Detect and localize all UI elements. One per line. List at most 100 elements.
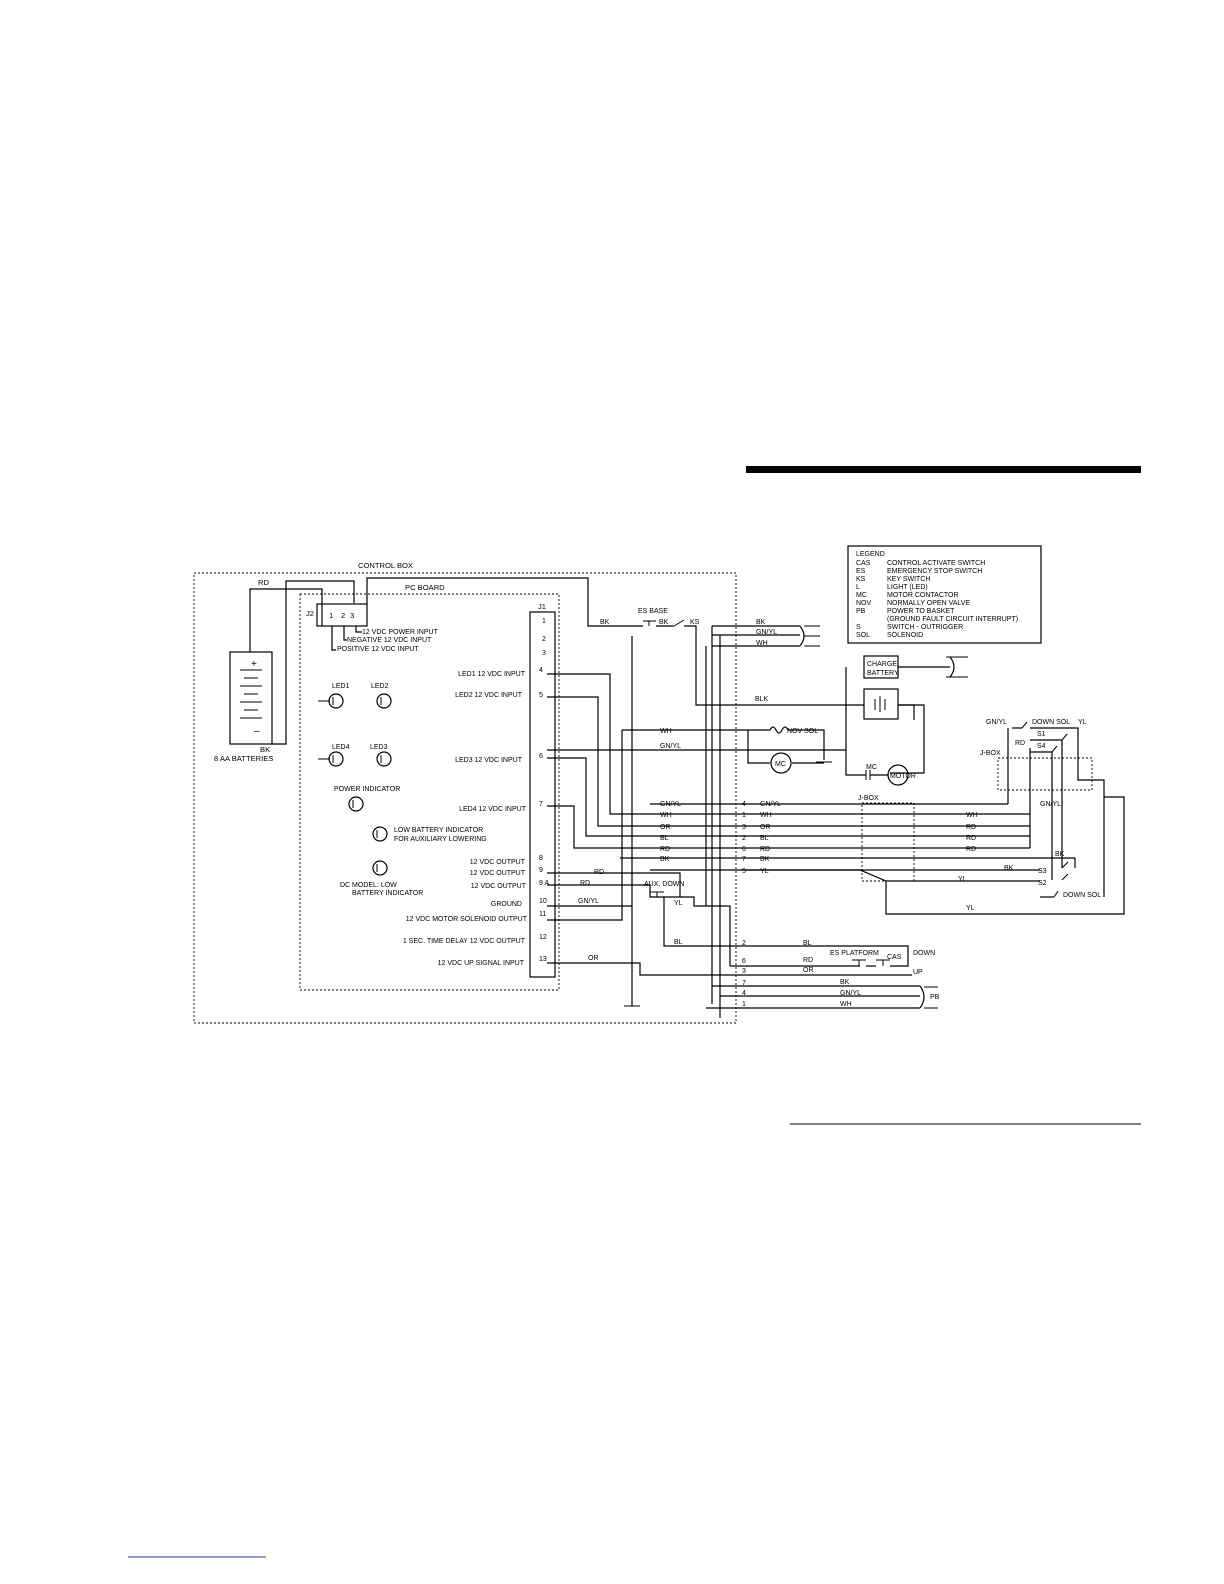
svg-text:BK: BK [659, 619, 669, 626]
svg-text:LED2 12 VDC INPUT: LED2 12 VDC INPUT [455, 692, 523, 699]
svg-text:WH: WH [760, 812, 772, 819]
svg-text:GROUND: GROUND [491, 901, 522, 908]
j2-pin-1: 1 [329, 611, 333, 620]
led-4-label: LED4 [332, 744, 350, 751]
battery-pack: + – [229, 651, 273, 745]
svg-text:LED1 12 VDC INPUT: LED1 12 VDC INPUT [458, 671, 526, 678]
cas-label: CAS [887, 954, 902, 961]
control-box-outline [193, 572, 737, 1024]
j2-label-negative: NEGATIVE 12 VDC INPUT [347, 637, 432, 644]
svg-text:BK: BK [1055, 851, 1065, 858]
svg-text:RD: RD [966, 824, 976, 831]
svg-text:2: 2 [742, 940, 746, 947]
svg-text:10: 10 [539, 898, 547, 905]
svg-text:BATTERY: BATTERY [867, 670, 899, 677]
s3-label: S3 [1038, 868, 1047, 875]
svg-text:12 VDC OUTPUT: 12 VDC OUTPUT [470, 870, 526, 877]
down-label: DOWN [913, 950, 935, 957]
svg-text:7: 7 [742, 980, 746, 987]
svg-text:3: 3 [742, 824, 746, 831]
svg-text:MC: MC [856, 592, 867, 599]
svg-text:6: 6 [539, 753, 543, 760]
ks-label: KS [690, 619, 700, 626]
j2-label-power: 12 VDC POWER INPUT [362, 629, 439, 636]
svg-text:GN/YL: GN/YL [756, 629, 777, 636]
j1-input-labels: LED1 12 VDC INPUT LED2 12 VDC INPUT LED3… [403, 671, 528, 967]
svg-text:CONTROL ACTIVATE SWITCH: CONTROL ACTIVATE SWITCH [887, 560, 985, 567]
j2-label: J2 [306, 609, 314, 618]
svg-text:YL: YL [958, 876, 967, 883]
svg-text:MC: MC [775, 761, 786, 768]
svg-text:GN/YL: GN/YL [578, 898, 599, 905]
svg-text:GN/YL: GN/YL [760, 801, 781, 808]
svg-text:BK: BK [660, 856, 670, 863]
led-2-label: LED2 [371, 683, 389, 690]
svg-text:YL: YL [760, 868, 769, 875]
led-1-label: LED1 [332, 683, 350, 690]
svg-text:RD: RD [803, 957, 813, 964]
svg-text:4: 4 [539, 667, 543, 674]
svg-text:BL: BL [760, 835, 769, 842]
down-sol-label-top: DOWN SOL [1032, 719, 1070, 726]
svg-text:12: 12 [539, 934, 547, 941]
bk-supply-wire [366, 577, 643, 627]
up-label: UP [913, 969, 923, 976]
es-base-label: ES BASE [638, 608, 668, 615]
svg-text:BL: BL [660, 835, 669, 842]
svg-text:2: 2 [742, 835, 746, 842]
svg-text:LED4 12 VDC INPUT: LED4 12 VDC INPUT [459, 806, 527, 813]
svg-text:BL: BL [674, 939, 683, 946]
svg-text:NOV: NOV [856, 600, 872, 607]
svg-text:PB: PB [856, 608, 866, 615]
svg-text:BK: BK [600, 619, 610, 626]
svg-text:11: 11 [539, 911, 546, 918]
svg-text:RD: RD [660, 846, 670, 853]
svg-text:9 A: 9 A [539, 880, 549, 887]
svg-text:3: 3 [542, 650, 546, 657]
s2-label: S2 [1038, 880, 1047, 887]
motor [887, 764, 909, 786]
svg-text:ES: ES [856, 568, 866, 575]
svg-text:GN/YL: GN/YL [660, 743, 681, 750]
svg-text:YL: YL [674, 900, 683, 907]
svg-text:S: S [856, 624, 861, 631]
svg-text:GN/YL: GN/YL [840, 990, 861, 997]
j1-label: J1 [538, 602, 546, 611]
j2-pin-2: 2 [341, 611, 345, 620]
legend-title: LEGEND [856, 551, 885, 558]
svg-text:4: 4 [742, 990, 746, 997]
svg-text:WH: WH [660, 728, 672, 735]
svg-text:RD: RD [594, 869, 604, 876]
key-switch [673, 619, 685, 627]
svg-text:L: L [856, 584, 860, 591]
aux-down-label: AUX. DOWN [644, 881, 684, 888]
low-battery-label-2: FOR AUXILIARY LOWERING [394, 836, 487, 843]
svg-text:NORMALLY OPEN VALVE: NORMALLY OPEN VALVE [887, 600, 970, 607]
power-indicator-label: POWER INDICATOR [334, 786, 400, 793]
svg-text:1: 1 [742, 1001, 746, 1008]
svg-text:7: 7 [539, 801, 543, 808]
legend-box [847, 545, 1042, 644]
svg-text:BK: BK [760, 856, 770, 863]
svg-text:EMERGENCY STOP SWITCH: EMERGENCY STOP SWITCH [887, 568, 982, 575]
low-battery-label-1: LOW BATTERY INDICATOR [394, 827, 483, 834]
svg-text:1: 1 [542, 618, 546, 625]
battery-rd-label: RD [258, 578, 269, 587]
svg-text:12 VDC UP SIGNAL INPUT: 12 VDC UP SIGNAL INPUT [438, 960, 525, 967]
control-box-label: CONTROL BOX [358, 561, 413, 570]
svg-text:BK: BK [756, 619, 766, 626]
harness-numbers: 4 1 3 2 6 7 5 [742, 801, 746, 875]
battery-bk-wire [272, 580, 355, 745]
svg-text:KS: KS [856, 576, 866, 583]
svg-text:BK: BK [1004, 865, 1014, 872]
svg-text:2: 2 [542, 636, 546, 643]
battery-bk-label: BK [260, 745, 270, 754]
svg-text:RD: RD [966, 835, 976, 842]
svg-text:KEY SWITCH: KEY SWITCH [887, 576, 930, 583]
dc-model-label-2: BATTERY INDICATOR [352, 890, 423, 897]
svg-text:3: 3 [742, 968, 746, 975]
svg-text:CAS: CAS [856, 560, 871, 567]
svg-text:GN/YL: GN/YL [986, 719, 1007, 726]
svg-text:MOTOR CONTACTOR: MOTOR CONTACTOR [887, 592, 959, 599]
